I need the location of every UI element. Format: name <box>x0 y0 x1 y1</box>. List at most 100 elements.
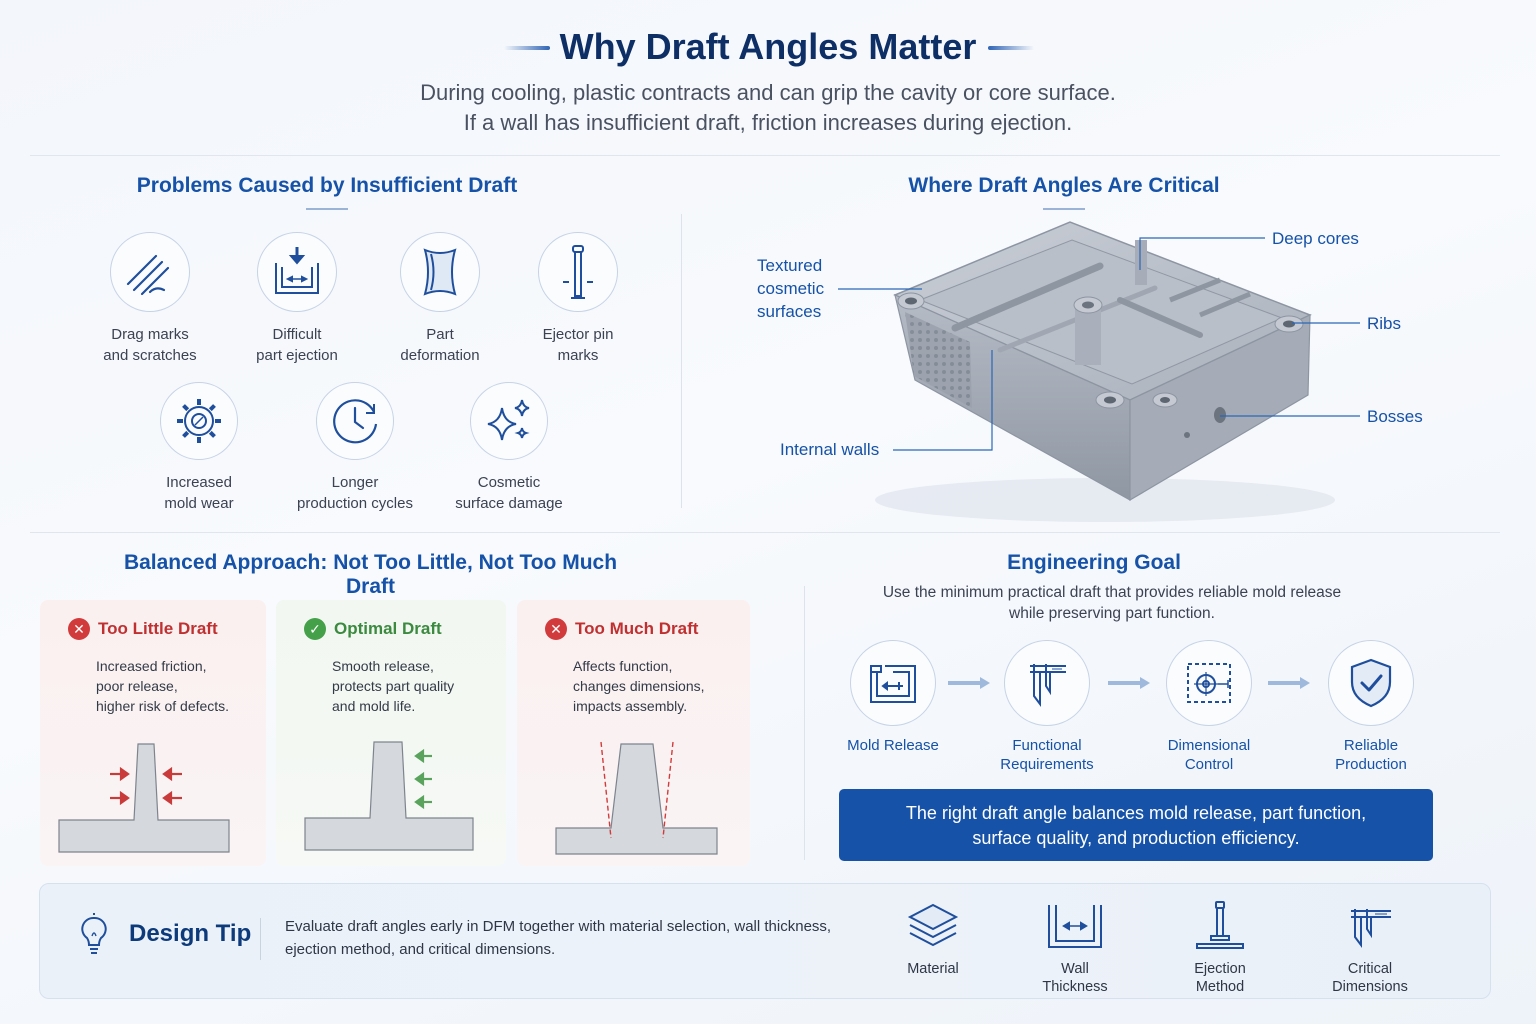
problem-item: Ejector pin marks <box>503 232 653 366</box>
card-desc-line: and mold life. <box>332 698 416 714</box>
callout-ribs: Ribs <box>1367 314 1402 333</box>
card-desc-line: Affects function, <box>573 658 673 674</box>
problem-label: Cosmetic <box>477 474 541 491</box>
too-much-draft-diagram <box>555 741 718 855</box>
card-desc-line: higher risk of defects. <box>96 698 230 714</box>
problem-label: Ejector pin <box>542 326 614 343</box>
caliper-icon <box>1030 664 1066 707</box>
drag-marks-icon <box>126 254 170 296</box>
tip-item-material: Material <box>873 898 993 978</box>
callout-internal-walls: Internal walls <box>780 440 880 459</box>
card-too-much-draft: ✕Too Much Draft Affects function, change… <box>517 600 750 866</box>
tip-item-label: Wall <box>1061 961 1089 977</box>
tip-item-label: Dimensions <box>1332 979 1408 995</box>
ejector-pin-icon <box>563 245 593 299</box>
enclosure-part-illustration <box>838 221 1360 522</box>
lightbulb-icon <box>81 913 107 954</box>
card-desc-line: Increased friction, <box>96 658 207 674</box>
callout-deep-cores: Deep cores <box>1272 229 1359 248</box>
problem-label: production cycles <box>297 495 413 512</box>
tip-item-label: Method <box>1195 979 1245 995</box>
wall-thickness-icon <box>1048 905 1102 948</box>
callout-line: surfaces <box>757 302 822 321</box>
gear-icon <box>177 399 221 443</box>
x-icon: ✕ <box>68 618 90 640</box>
card-desc-line: protects part quality <box>332 678 455 694</box>
arrow-icon <box>1268 677 1310 689</box>
page-title: Why Draft Angles Matter <box>559 26 977 67</box>
sparkle-icon <box>487 399 530 441</box>
ejector-icon <box>1196 901 1244 949</box>
callout-line: Textured <box>757 256 823 275</box>
layers-icon <box>907 903 959 947</box>
divider <box>30 532 1500 533</box>
divider <box>681 214 682 508</box>
step-label: Dimensional <box>1167 737 1251 754</box>
problem-label: part ejection <box>256 347 338 364</box>
step-label: Control <box>1184 756 1234 773</box>
step-label: Reliable <box>1343 737 1399 754</box>
card-desc: Affects function, changes dimensions, im… <box>573 656 763 716</box>
banner-line: The right draft angle balances mold rele… <box>905 803 1367 823</box>
problem-label: mold wear <box>164 495 234 512</box>
card-desc-line: changes dimensions, <box>573 678 705 694</box>
problem-label: marks <box>557 347 599 364</box>
design-tip-panel <box>39 883 1491 999</box>
card-desc-line: Smooth release, <box>332 658 434 674</box>
divider <box>804 586 805 860</box>
intro-line: If a wall has insufficient draft, fricti… <box>463 110 1073 135</box>
problem-label: deformation <box>400 347 480 364</box>
goal-step: Mold Release <box>818 640 968 755</box>
problem-label: and scratches <box>103 347 197 364</box>
card-desc: Increased friction, poor release, higher… <box>96 656 286 716</box>
shield-check-icon <box>1350 658 1392 708</box>
arrow-icon <box>1108 677 1150 689</box>
callout-textured-surfaces: Textured cosmetic surfaces <box>757 254 824 323</box>
callout-bosses: Bosses <box>1367 407 1423 426</box>
arrow-icon <box>948 677 990 689</box>
intro-text: During cooling, plastic contracts and ca… <box>0 78 1536 138</box>
too-little-draft-diagram <box>58 743 230 853</box>
check-icon: ✓ <box>304 618 326 640</box>
card-title: Too Much Draft <box>575 619 699 638</box>
problem-label: Part <box>426 326 454 343</box>
balanced-title: Balanced Approach: Not Too Little, Not T… <box>123 551 618 598</box>
goal-title: Engineering Goal <box>1007 551 1181 574</box>
step-label: Mold Release <box>847 737 939 754</box>
card-too-little-draft: ✕Too Little Draft Increased friction, po… <box>40 600 266 866</box>
problem-item: Drag marks and scratches <box>75 232 225 366</box>
goal-description: Use the minimum practical draft that pro… <box>840 582 1384 624</box>
design-tip-text: Evaluate draft angles early in DFM toget… <box>285 915 855 961</box>
card-desc: Smooth release, protects part quality an… <box>332 656 522 716</box>
title-underline <box>306 208 348 210</box>
step-label: Production <box>1335 756 1407 773</box>
title-dash-left <box>504 46 550 50</box>
critical-title: Where Draft Angles Are Critical <box>908 174 1220 197</box>
card-desc-line: impacts assembly. <box>573 698 688 714</box>
tip-item-label: Critical <box>1347 961 1393 977</box>
card-title: Too Little Draft <box>98 619 218 638</box>
dimension-target-icon <box>1187 663 1231 703</box>
divider <box>30 155 1500 156</box>
design-tip-title: Design Tip <box>129 920 252 947</box>
title-underline <box>1043 208 1085 210</box>
problem-label: Drag marks <box>111 326 189 343</box>
problems-title: Problems Caused by Insufficient Draft <box>136 174 518 197</box>
tip-line: Evaluate draft angles early in DFM toget… <box>285 918 832 935</box>
mold-release-icon <box>870 665 916 703</box>
problem-label: Longer <box>331 474 379 491</box>
optimal-draft-diagram <box>304 741 474 851</box>
tip-item-label: Material <box>907 961 959 977</box>
tip-line: ejection method, and critical dimensions… <box>285 941 556 958</box>
goal-desc-line: Use the minimum practical draft that pro… <box>882 584 1342 601</box>
card-title: Optimal Draft <box>334 619 442 638</box>
title-dash-right <box>988 46 1034 50</box>
step-label: Requirements <box>1000 756 1094 773</box>
intro-line: During cooling, plastic contracts and ca… <box>420 80 1116 105</box>
